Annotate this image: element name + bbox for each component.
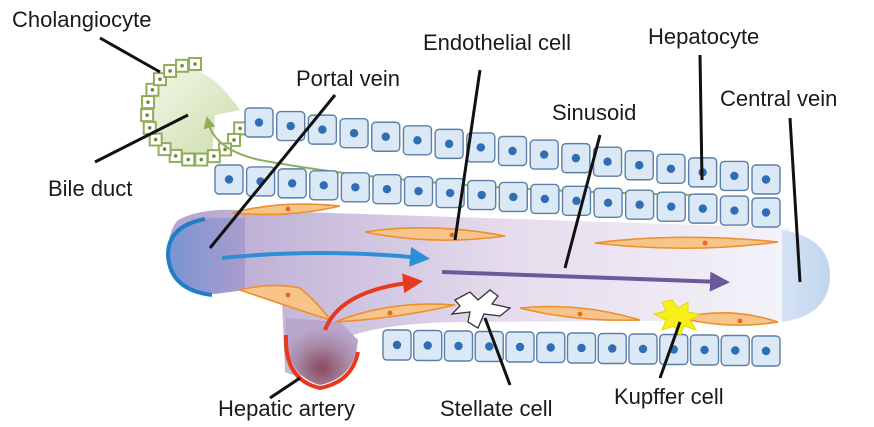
hepatocyte-nucleus [318, 125, 326, 133]
hepatocyte-nucleus [604, 199, 612, 207]
hepatocyte-nucleus [667, 202, 675, 210]
cholangiocyte-nucleus [186, 158, 190, 162]
hepatocyte-nucleus [667, 165, 675, 173]
hepatocyte-nucleus [639, 345, 647, 353]
hepatocyte-nucleus [635, 161, 643, 169]
label-hepatic-artery: Hepatic artery [218, 396, 355, 421]
leader-cholangiocyte [100, 38, 160, 72]
cholangiocyte-nucleus [154, 138, 158, 142]
hepatocyte-nucleus [603, 157, 611, 165]
hepatocyte-nucleus [320, 181, 328, 189]
hepatocyte-nucleus [485, 342, 493, 350]
label-portal-vein: Portal vein [296, 66, 400, 91]
hepatocyte-nucleus [351, 183, 359, 191]
hepatocyte-nucleus [414, 187, 422, 195]
hepatocyte-nucleus [608, 344, 616, 352]
label-central-vein: Central vein [720, 86, 837, 111]
hepatocyte-nucleus [547, 343, 555, 351]
hepatocyte-nucleus [225, 175, 233, 183]
label-kupffer-cell: Kupffer cell [614, 384, 724, 409]
hepatocyte-nucleus [446, 189, 454, 197]
hepatocyte-nucleus [478, 191, 486, 199]
cholangiocyte-nucleus [158, 77, 162, 81]
hepatocyte-nucleus [454, 342, 462, 350]
hepatocyte-nucleus [731, 346, 739, 354]
hepatocyte-nucleus [762, 208, 770, 216]
hepatocyte-nucleus [541, 195, 549, 203]
cholangiocyte-nucleus [145, 113, 149, 117]
cholangiocyte-nucleus [180, 64, 184, 68]
hepatocyte-nucleus [286, 122, 294, 130]
hepatocyte-nucleus [700, 346, 708, 354]
hepatocyte-nucleus [730, 206, 738, 214]
cholangiocyte-nucleus [148, 126, 152, 130]
label-stellate-cell: Stellate cell [440, 396, 553, 421]
hepatocyte-nucleus [383, 185, 391, 193]
label-bile-duct: Bile duct [48, 176, 132, 201]
cholangiocyte-nucleus [163, 147, 167, 151]
hepatocyte-nucleus [577, 344, 585, 352]
hepatocyte-nucleus [540, 150, 548, 158]
cholangiocyte-nucleus [151, 88, 155, 92]
leader-hepatic-artery [270, 378, 300, 398]
label-endothelial-cell: Endothelial cell [423, 30, 571, 55]
cholangiocyte-nucleus [223, 148, 227, 152]
cholangiocyte-nucleus [232, 138, 236, 142]
label-hepatocyte: Hepatocyte [648, 24, 759, 49]
leader-hepatocyte [700, 55, 702, 180]
hepatocyte-nucleus [699, 204, 707, 212]
hepatocyte-nucleus [424, 341, 432, 349]
hepatocyte-nucleus [572, 154, 580, 162]
cholangiocyte-nucleus [199, 158, 203, 162]
hepatocyte-nucleus [255, 118, 263, 126]
hepatocyte-nucleus [508, 147, 516, 155]
cholangiocyte-nucleus [146, 100, 150, 104]
hepatocyte-nucleus [730, 172, 738, 180]
label-cholangiocyte: Cholangiocyte [12, 7, 151, 32]
central-vein [782, 230, 830, 322]
hepatocyte-nucleus [288, 179, 296, 187]
hepatocyte-nucleus [509, 193, 517, 201]
cholangiocyte-nucleus [212, 154, 216, 158]
hepatocyte-nucleus [516, 343, 524, 351]
cholangiocyte-nucleus [168, 69, 172, 73]
hepatocyte-nucleus [572, 197, 580, 205]
hepatocyte-nucleus [635, 201, 643, 209]
hepatocyte-nucleus [445, 140, 453, 148]
cholangiocyte-nucleus [193, 62, 197, 66]
hepatocyte-nucleus [413, 136, 421, 144]
hepatocyte-nucleus [762, 347, 770, 355]
hepatocyte-nucleus [382, 133, 390, 141]
hepatocyte-nucleus [393, 341, 401, 349]
hepatocyte-nucleus [762, 175, 770, 183]
cholangiocyte-nucleus [174, 154, 178, 158]
hepatocyte-nucleus [477, 143, 485, 151]
cholangiocyte-nucleus [238, 127, 242, 131]
hepatocyte-nucleus [350, 129, 358, 137]
label-sinusoid: Sinusoid [552, 100, 636, 125]
